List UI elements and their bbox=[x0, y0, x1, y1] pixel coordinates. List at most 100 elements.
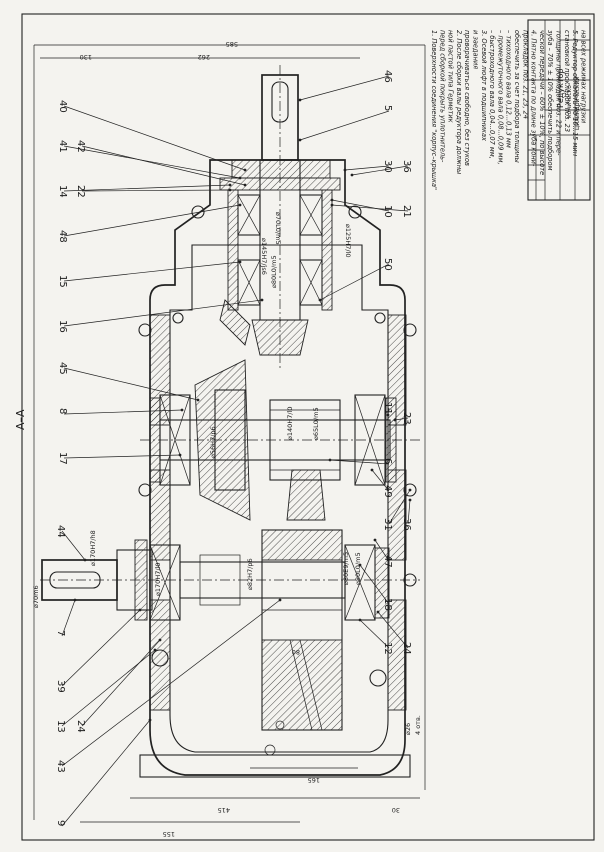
note-line: 3. Осевой люфт в подшипниках bbox=[480, 30, 488, 141]
fit-f5: ⌀140H7/l0 bbox=[286, 407, 294, 440]
callout-24: 24 bbox=[75, 638, 162, 733]
callout-leader bbox=[63, 367, 199, 401]
callout-8: 8 bbox=[57, 408, 184, 414]
callout-50: 50 bbox=[318, 258, 393, 302]
callout-label: 8 bbox=[57, 408, 68, 414]
housing bbox=[138, 159, 417, 778]
note-line: ной пастой типа Герметик bbox=[447, 30, 455, 123]
callout-36: 36 bbox=[350, 160, 412, 177]
dim-130: 130 bbox=[80, 53, 92, 61]
callout-leader bbox=[331, 199, 390, 212]
fit-f10: ⌀82H7/p6 bbox=[246, 558, 254, 590]
callout-44: 44 bbox=[55, 525, 87, 562]
callout-leader bbox=[374, 539, 390, 562]
fit-f4: ⌀80L0/m5 bbox=[270, 255, 278, 288]
callout-leader bbox=[63, 145, 241, 179]
title-name-line1: Редуктор bbox=[556, 69, 565, 108]
callout-dot bbox=[148, 718, 152, 722]
callout-dot bbox=[238, 260, 242, 264]
callout-dot bbox=[298, 138, 302, 142]
callout-dot bbox=[376, 610, 380, 614]
callout-15: 15 bbox=[57, 260, 242, 288]
note-line: – тихоходного вала 0,12...0,13 мм bbox=[505, 30, 513, 148]
callout-dot bbox=[260, 298, 264, 302]
callout-leader bbox=[63, 105, 246, 171]
fit-f1: ⌀70L0/m5 bbox=[274, 212, 282, 245]
callout-label: 10 bbox=[382, 205, 393, 218]
note-line: ческой передачи – 60% ± 10%, по высоте bbox=[538, 30, 546, 175]
callout-23: 23 bbox=[393, 412, 412, 425]
callout-dot bbox=[178, 453, 182, 457]
callout-10: 10 bbox=[330, 198, 393, 218]
title-name-line2: коническо- bbox=[566, 83, 573, 118]
callout-leader bbox=[61, 719, 151, 827]
callout-leader bbox=[81, 639, 161, 727]
callout-7: 7 bbox=[55, 598, 77, 636]
callout-label: 15 bbox=[57, 275, 68, 288]
callout-16: 16 bbox=[57, 298, 264, 333]
callout-dot bbox=[138, 608, 142, 612]
callout-label: 5 bbox=[382, 105, 393, 111]
callout-dot bbox=[278, 598, 282, 602]
note-line: обеспечить за счет подбора толщины bbox=[513, 30, 521, 163]
note-line: толщины прокладок поз. 22 и пере- bbox=[555, 30, 563, 156]
callout-dot bbox=[228, 183, 232, 187]
note-line: – промежуточного вала 0,08...0,09 мм, bbox=[496, 30, 504, 165]
callout-dot bbox=[318, 298, 322, 302]
callout-leader bbox=[319, 263, 390, 301]
note-line: 1. Поверхности соединения "корпус–крышка… bbox=[430, 30, 438, 190]
callout-leader bbox=[81, 189, 231, 192]
callout-label: 36 bbox=[401, 518, 412, 531]
callout-label: 36 bbox=[401, 160, 412, 173]
note-line: перед сборкой покрыть уплотнитель- bbox=[438, 30, 446, 163]
callout-label: 40 bbox=[57, 100, 68, 113]
callout-dot bbox=[83, 558, 87, 562]
dim-30: 30 bbox=[392, 806, 400, 814]
fit-annotations: ⌀70L0/m5 ⌀125H7/l0 ⌀145H7/js6 ⌀80L0/m5 ⌀… bbox=[32, 212, 362, 656]
callout-leader bbox=[63, 261, 241, 282]
callout-48: 48 bbox=[57, 203, 242, 243]
callout-dot bbox=[158, 638, 162, 642]
callout-12: 12 bbox=[358, 618, 393, 655]
dim-585: 585 bbox=[226, 40, 238, 48]
callout-label: 45 bbox=[57, 362, 68, 375]
fit-f13: ⌀70m6 bbox=[32, 585, 40, 608]
dim-80: 80 bbox=[292, 648, 300, 656]
callout-label: 6 bbox=[382, 458, 393, 464]
callout-dot bbox=[386, 413, 390, 417]
callout-label: 7 bbox=[55, 630, 66, 636]
callout-leader bbox=[329, 459, 390, 465]
dim-262: 262 bbox=[198, 53, 210, 61]
callout-leader bbox=[61, 609, 141, 687]
callout-dot bbox=[358, 618, 362, 622]
intermediate-shaft-assembly bbox=[140, 359, 420, 521]
callout-dot bbox=[228, 188, 232, 192]
callout-leader bbox=[371, 469, 390, 492]
callout-30: 30 bbox=[343, 160, 393, 173]
callout-label: 50 bbox=[382, 258, 393, 271]
note-line: 2. После сборки валы редуктора должны bbox=[455, 30, 463, 174]
callout-label: 13 bbox=[55, 720, 66, 733]
note-line: и заедания bbox=[472, 30, 480, 69]
callout-dot bbox=[373, 538, 377, 542]
callout-dot bbox=[408, 488, 412, 492]
callout-leader bbox=[299, 75, 390, 101]
callout-47: 47 bbox=[373, 538, 393, 568]
callout-label: 24 bbox=[401, 642, 412, 655]
callout-leader bbox=[81, 145, 246, 186]
callout-43: 43 bbox=[55, 598, 282, 773]
callout-label: 44 bbox=[55, 525, 66, 538]
callout-31: 31 bbox=[382, 488, 412, 531]
callout-dot bbox=[180, 408, 184, 412]
dim-155: 155 bbox=[163, 830, 175, 838]
callout-leader bbox=[63, 204, 241, 237]
note-line: на всех режимах нагрузки bbox=[579, 30, 587, 124]
callout-5: 5 bbox=[298, 105, 393, 142]
section-title: А–А bbox=[14, 409, 27, 430]
fit-f6: ⌀65L0/m5 bbox=[312, 407, 320, 440]
callout-18: 18 bbox=[358, 563, 393, 611]
dim-165: 165 bbox=[308, 776, 320, 784]
callout-17: 17 bbox=[57, 452, 182, 465]
